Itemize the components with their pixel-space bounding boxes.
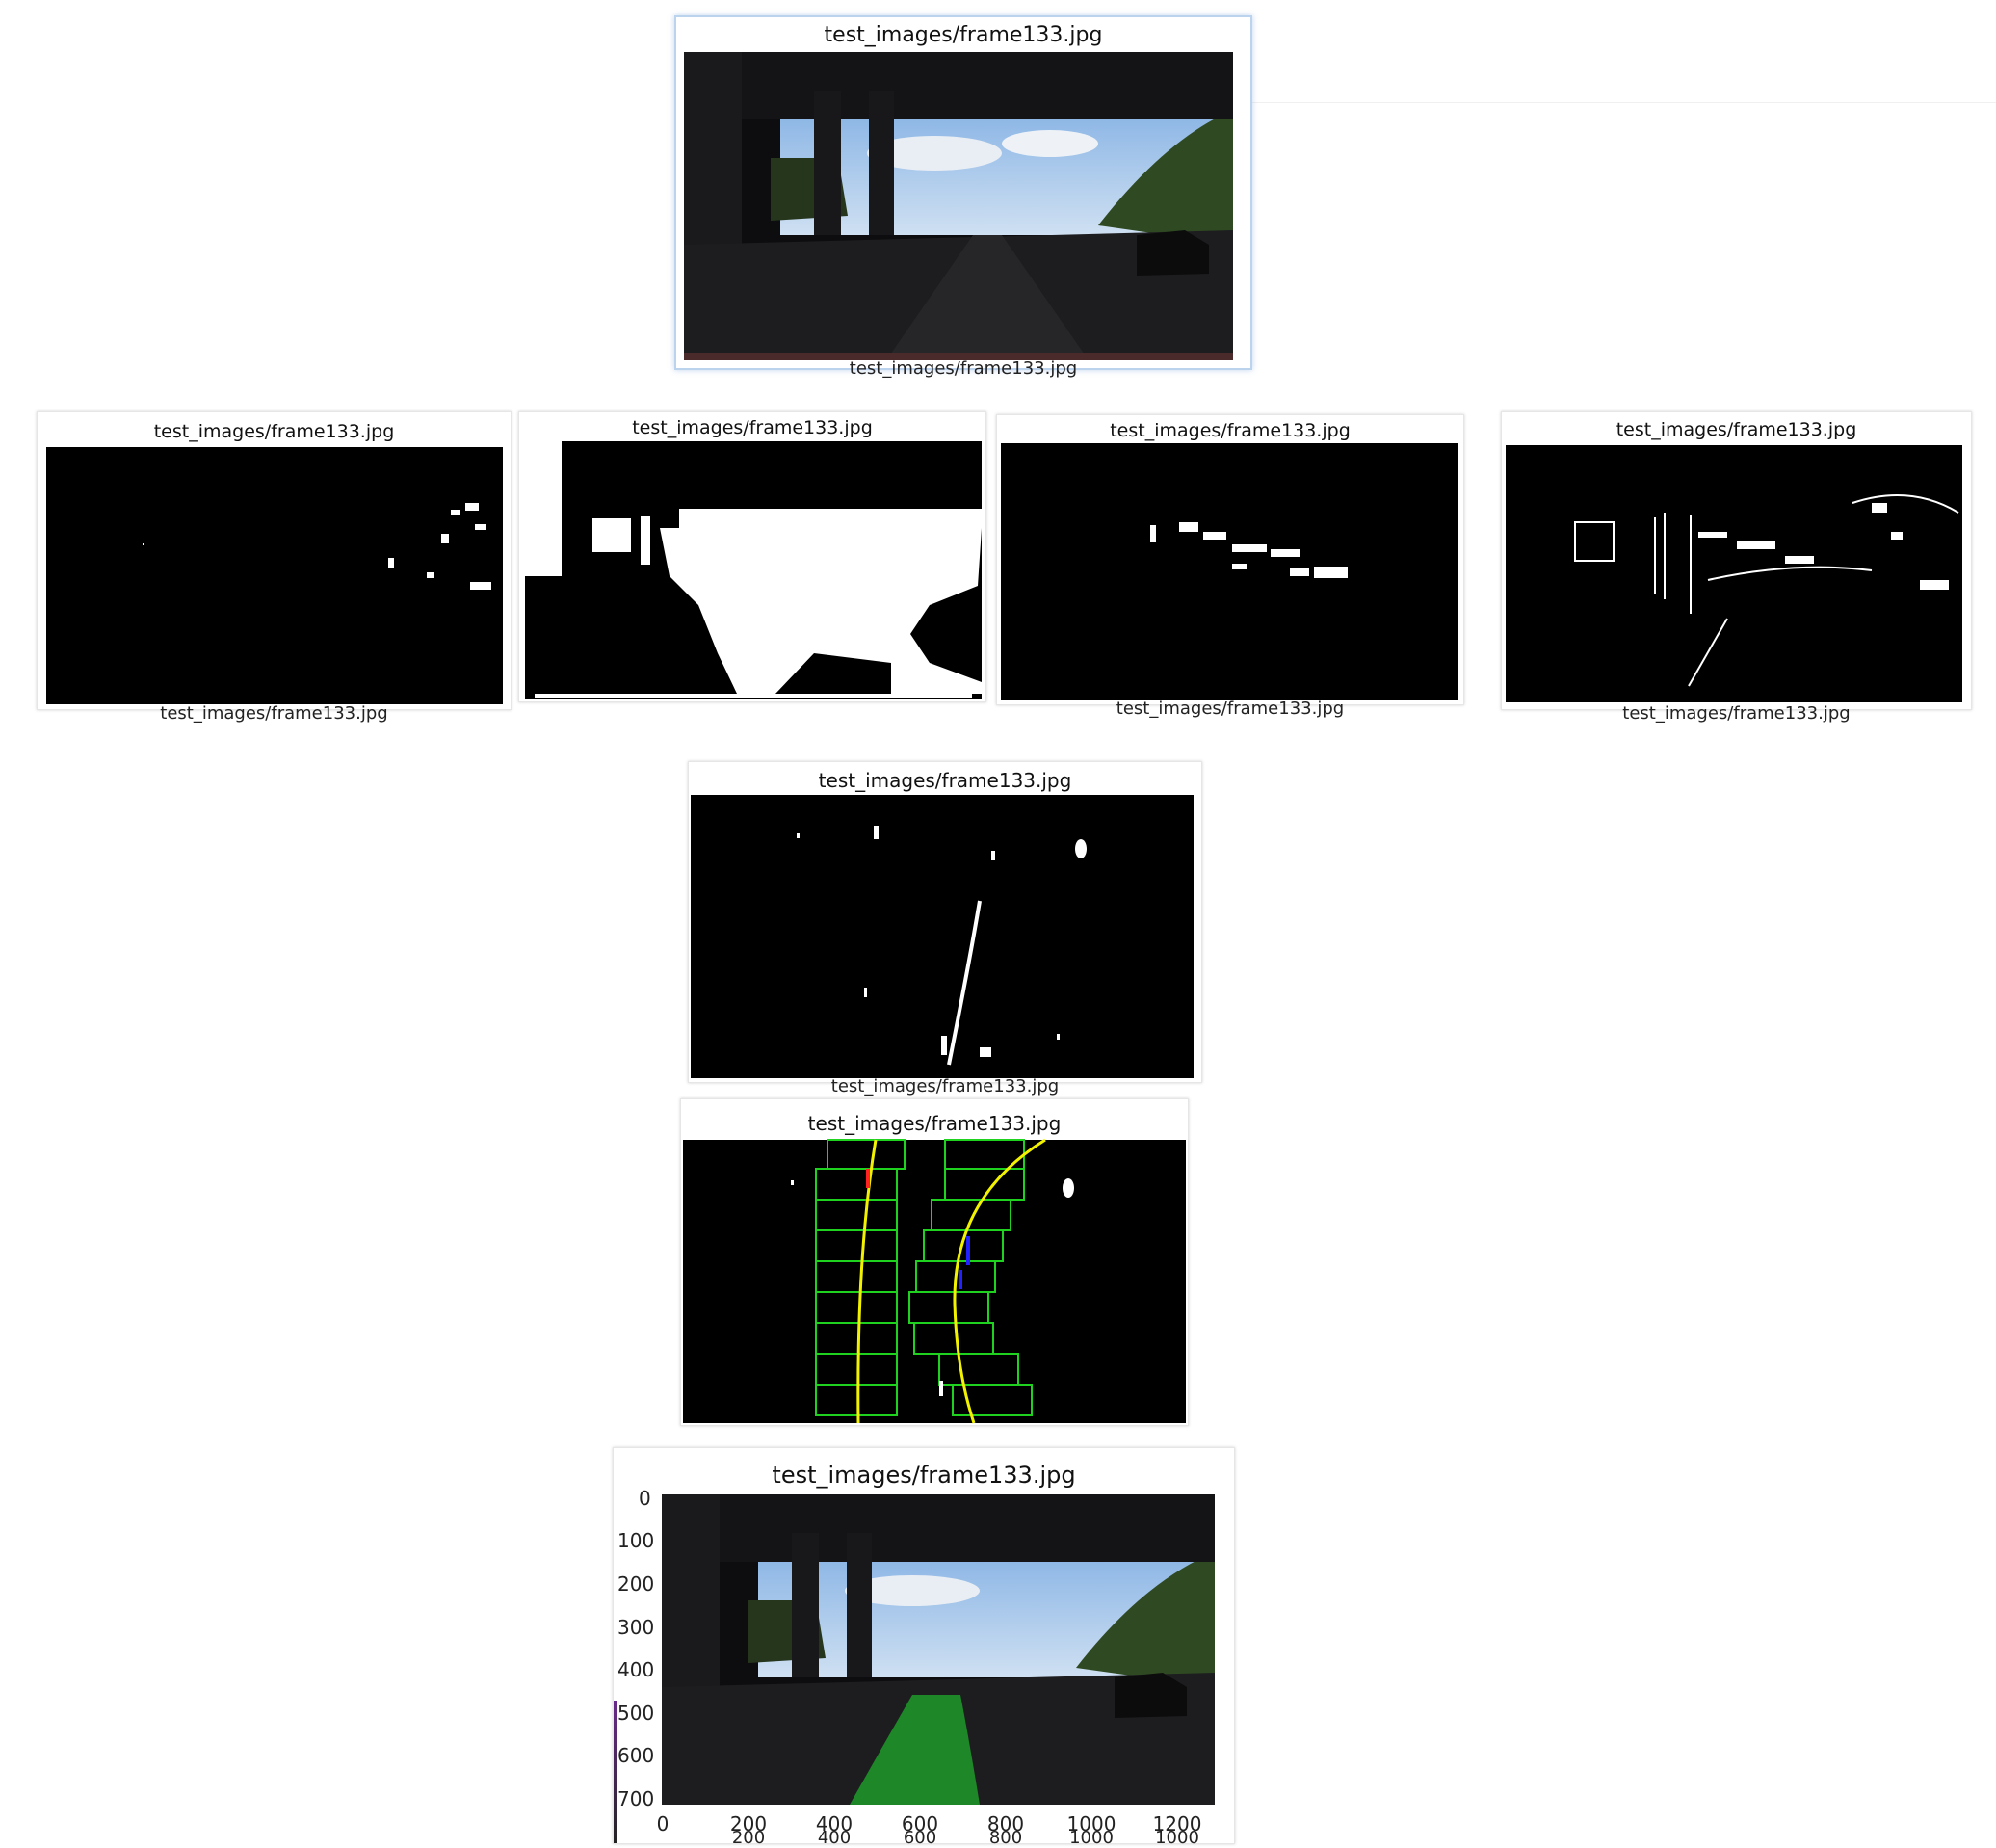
panel-title: test_images/frame133.jpg (1615, 419, 1857, 440)
y-tick-label: 400 (617, 1658, 655, 1681)
x-tick-label: 1200 (1152, 1812, 1202, 1835)
result-overlay-image (662, 1494, 1215, 1805)
sliding-windows-image (683, 1138, 1186, 1424)
panel-title: test_images/frame133.jpg (818, 769, 1072, 792)
result-plot-panel[interactable]: test_images/frame133.jpg 0 100 200 300 4… (613, 1447, 1235, 1848)
binary-panel-4[interactable]: test_images/frame133.jpg test_images/fra… (1501, 411, 1972, 724)
x-tick-label: 600 (901, 1812, 939, 1835)
x-tick-label: 800 (986, 1812, 1025, 1835)
x-tick-label-secondary: 200 (731, 1828, 766, 1848)
binary-image-2 (525, 441, 982, 699)
binary-image-3 (1001, 443, 1458, 700)
y-tick-label: 100 (617, 1529, 655, 1552)
y-tick-label: 0 (639, 1487, 651, 1510)
y-tick-label: 700 (617, 1787, 655, 1810)
panel-title: test_images/frame133.jpg (824, 23, 1103, 47)
original-frame-image (684, 52, 1233, 360)
binary-panel-1[interactable]: test_images/frame133.jpg test_images/fra… (37, 411, 512, 724)
binary-panel-2[interactable]: test_images/frame133.jpg (518, 411, 986, 702)
binary-panel-3[interactable]: test_images/frame133.jpg test_images/fra… (996, 414, 1464, 719)
x-tick-label-secondary: 600 (903, 1828, 937, 1848)
x-tick-label: 400 (815, 1812, 854, 1835)
x-tick-label-secondary: 1000 (1155, 1828, 1199, 1848)
clipped-caption: test_images/frame133.jpg (849, 358, 1078, 379)
y-tick-label: 600 (617, 1744, 655, 1767)
panel-title: test_images/frame133.jpg (807, 1112, 1062, 1135)
colorbar-sliver (614, 1701, 617, 1843)
y-tick-label: 500 (617, 1702, 655, 1725)
clipped-caption: test_images/frame133.jpg (1116, 699, 1345, 719)
warped-binary-image (691, 795, 1194, 1078)
x-tick-label-secondary: 400 (817, 1828, 852, 1848)
divider-line (1248, 102, 1996, 103)
x-tick-label: 1000 (1066, 1812, 1116, 1835)
x-tick-label-secondary: 800 (988, 1828, 1023, 1848)
sliding-windows-panel[interactable]: test_images/frame133.jpg (680, 1098, 1189, 1426)
x-tick-label: 200 (729, 1812, 768, 1835)
panel-title: test_images/frame133.jpg (1110, 420, 1351, 441)
binary-image-1 (46, 447, 503, 704)
clipped-caption: test_images/frame133.jpg (830, 1076, 1060, 1096)
x-tick-label: 0 (656, 1812, 670, 1835)
original-frame-panel[interactable]: test_images/frame133.jpg test_images/fra… (674, 15, 1252, 379)
binary-image-4 (1506, 445, 1962, 702)
clipped-caption: test_images/frame133.jpg (1622, 703, 1851, 724)
panel-title: test_images/frame133.jpg (772, 1462, 1076, 1489)
y-tick-label: 200 (617, 1572, 655, 1596)
x-tick-label-secondary: 1000 (1069, 1828, 1114, 1848)
y-tick-label: 300 (617, 1616, 655, 1639)
clipped-caption: test_images/frame133.jpg (160, 703, 388, 724)
panel-title: test_images/frame133.jpg (632, 417, 873, 438)
panel-title: test_images/frame133.jpg (153, 421, 395, 442)
warped-binary-panel[interactable]: test_images/frame133.jpg test_images/fra… (688, 761, 1202, 1096)
